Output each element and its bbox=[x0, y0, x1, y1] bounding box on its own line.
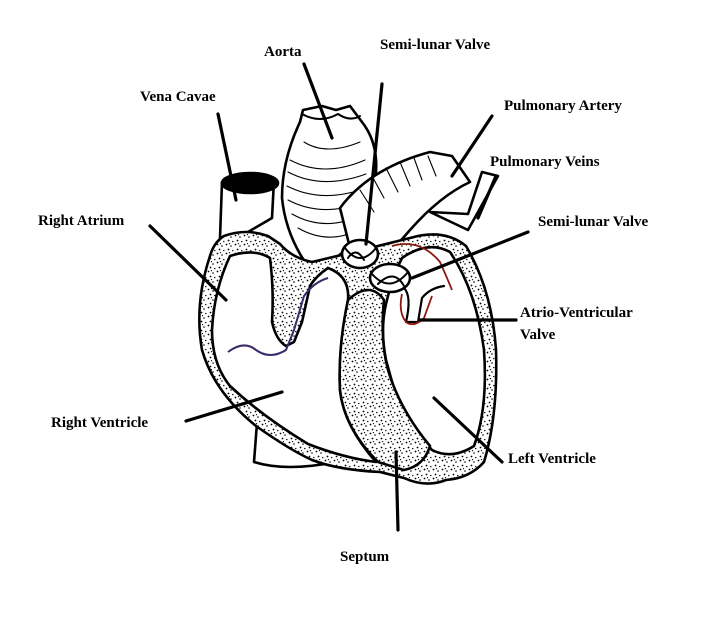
label-septum: Septum bbox=[340, 549, 390, 565]
leader-left-ventricle bbox=[432, 396, 504, 464]
leader-semilunar-right bbox=[410, 230, 530, 280]
label-aorta: Aorta bbox=[264, 44, 302, 60]
label-left-ventricle: Left Ventricle bbox=[508, 451, 596, 467]
label-pulmonary-artery: Pulmonary Artery bbox=[504, 98, 622, 114]
pulmonary-veins-vessel bbox=[428, 170, 500, 232]
aorta-opening bbox=[301, 113, 361, 120]
leader-pulmonary-veins bbox=[476, 174, 498, 220]
label-semilunar-valve-right: Semi-lunar Valve bbox=[538, 214, 649, 230]
septum-wall bbox=[338, 288, 432, 472]
label-semilunar-valve-top: Semi-lunar Valve bbox=[380, 37, 491, 53]
vena-cavae-opening bbox=[220, 171, 280, 195]
label-av-valve-line2: Valve bbox=[520, 327, 556, 343]
leader-vena-cavae bbox=[216, 112, 238, 202]
label-pulmonary-veins: Pulmonary Veins bbox=[490, 154, 600, 170]
label-right-ventricle: Right Ventricle bbox=[51, 415, 149, 431]
label-vena-cavae: Vena Cavae bbox=[140, 89, 216, 105]
leader-septum bbox=[394, 450, 400, 532]
label-right-atrium: Right Atrium bbox=[38, 213, 125, 229]
leader-right-ventricle bbox=[184, 390, 284, 423]
leader-semilunar-top bbox=[364, 82, 384, 246]
semilunar-valve-pulmonary bbox=[368, 262, 412, 294]
leader-pulmonary-artery bbox=[450, 114, 494, 178]
label-av-valve-line1: Atrio-Ventricular bbox=[520, 305, 633, 321]
right-lining bbox=[227, 277, 329, 356]
leader-aorta bbox=[302, 62, 334, 140]
leader-right-atrium bbox=[148, 224, 228, 302]
